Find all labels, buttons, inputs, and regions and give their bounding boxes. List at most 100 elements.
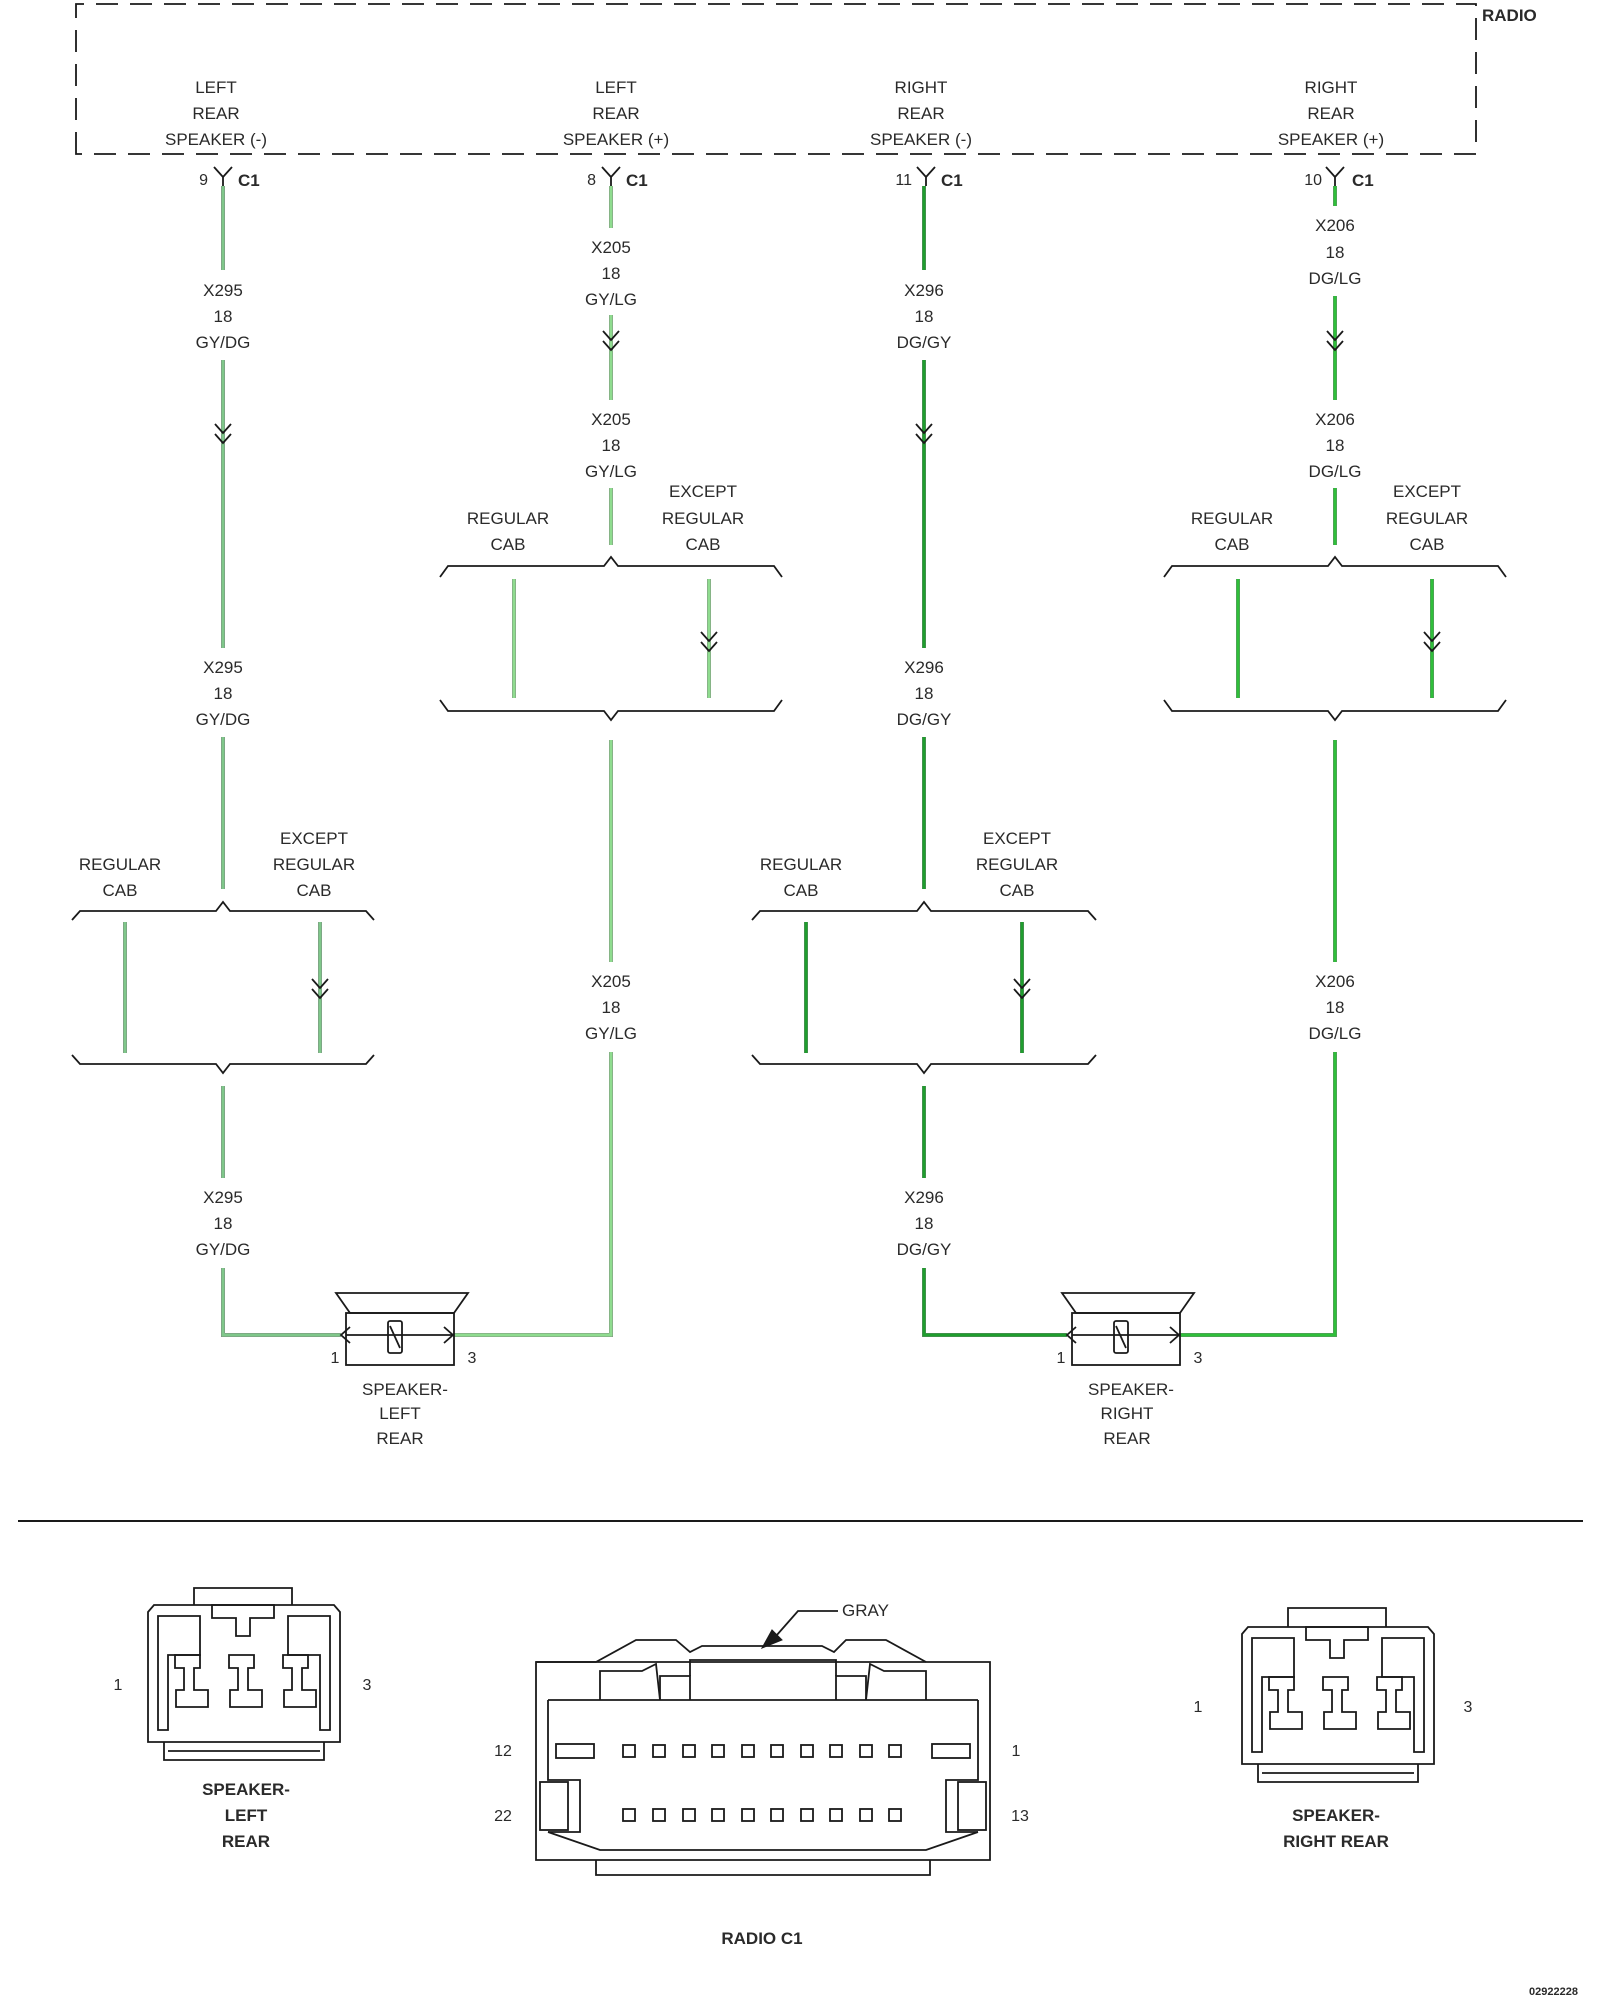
bottom-row-cavities bbox=[622, 1808, 902, 1822]
svg-text:GY/LG: GY/LG bbox=[585, 462, 637, 481]
svg-text:18: 18 bbox=[214, 684, 233, 703]
connector-view-right-speaker: 1 3 SPEAKER- RIGHT REAR bbox=[1194, 1607, 1473, 1851]
svg-text:18: 18 bbox=[1326, 998, 1345, 1017]
speaker-left-pin-1: 1 bbox=[331, 1350, 340, 1367]
svg-text:GY/DG: GY/DG bbox=[196, 710, 251, 729]
option-label-regular-b: REGULAR CAB bbox=[1191, 509, 1273, 554]
option-label-except-a: EXCEPT REGULAR CAB bbox=[662, 482, 744, 554]
svg-text:DG/LG: DG/LG bbox=[1309, 462, 1362, 481]
option-label-regular-a: REGULAR CAB bbox=[467, 509, 549, 554]
left-speaker-view-pin-1: 1 bbox=[114, 1677, 123, 1694]
inline-connector-x296-2 bbox=[1013, 978, 1031, 1000]
svg-text:X205: X205 bbox=[591, 972, 631, 991]
svg-text:X206: X206 bbox=[1315, 216, 1355, 235]
radio-output-left-neg: LEFT REAR SPEAKER (-) bbox=[165, 78, 267, 149]
inline-connector-x205-2 bbox=[700, 631, 718, 653]
svg-text:DG/LG: DG/LG bbox=[1309, 269, 1362, 288]
radio-c1-title: RADIO C1 bbox=[721, 1929, 802, 1948]
svg-text:18: 18 bbox=[915, 307, 934, 326]
svg-text:X296: X296 bbox=[904, 658, 944, 677]
svg-text:SPEAKER-: SPEAKER- bbox=[1292, 1806, 1380, 1825]
svg-text:X296: X296 bbox=[904, 281, 944, 300]
radio-c1-pin-22: 22 bbox=[494, 1808, 512, 1825]
speaker-right-pin-1: 1 bbox=[1057, 1350, 1066, 1367]
c1-label: C1 bbox=[626, 171, 648, 190]
option-label-regular-d: REGULAR CAB bbox=[760, 855, 842, 900]
svg-text:18: 18 bbox=[915, 684, 934, 703]
label-x205-2: X205 18 GY/LG bbox=[585, 410, 637, 481]
speaker-right-rear: 1 3 SPEAKER- RIGHT REAR bbox=[1057, 1292, 1203, 1448]
svg-text:LEFT: LEFT bbox=[225, 1806, 268, 1825]
svg-text:X295: X295 bbox=[203, 658, 243, 677]
svg-text:X205: X205 bbox=[591, 238, 631, 257]
connector-view-left-speaker: 1 3 SPEAKER- LEFT REAR bbox=[114, 1587, 372, 1851]
speaker-right-pin-3: 3 bbox=[1194, 1350, 1203, 1367]
label-x206-1: X206 18 DG/LG bbox=[1309, 216, 1362, 288]
svg-text:REGULAR: REGULAR bbox=[79, 855, 161, 874]
svg-text:REAR: REAR bbox=[897, 104, 944, 123]
svg-text:X206: X206 bbox=[1315, 972, 1355, 991]
svg-text:18: 18 bbox=[1326, 436, 1345, 455]
radio-c1-pin-1: 1 bbox=[1012, 1743, 1021, 1760]
svg-text:REGULAR: REGULAR bbox=[467, 509, 549, 528]
wire-x296-seg5-outline bbox=[922, 1268, 1067, 1337]
label-x296-1: X296 18 DG/GY bbox=[897, 281, 952, 352]
svg-text:LEFT: LEFT bbox=[595, 78, 637, 97]
radio-output-right-pos: RIGHT REAR SPEAKER (+) bbox=[1278, 78, 1384, 149]
svg-text:X295: X295 bbox=[203, 1188, 243, 1207]
wire-x206-seg5-outline bbox=[1179, 1052, 1337, 1337]
svg-text:DG/LG: DG/LG bbox=[1309, 1024, 1362, 1043]
svg-text:REGULAR: REGULAR bbox=[273, 855, 355, 874]
label-x295-3: X295 18 GY/DG bbox=[196, 1188, 251, 1259]
pin-9: 9 bbox=[199, 172, 208, 189]
svg-text:18: 18 bbox=[602, 436, 621, 455]
svg-text:CAB: CAB bbox=[491, 535, 526, 554]
svg-text:GY/DG: GY/DG bbox=[196, 1240, 251, 1259]
radio-title: RADIO bbox=[1482, 6, 1537, 25]
option-brackets bbox=[71, 555, 1507, 1075]
pin-11: 11 bbox=[895, 172, 912, 189]
wire-x206-seg5 bbox=[1179, 1052, 1337, 1337]
svg-text:18: 18 bbox=[602, 998, 621, 1017]
radio-module: RADIO LEFT REAR SPEAKER (-) LEFT REAR SP… bbox=[75, 3, 1537, 190]
option-label-except-b: EXCEPT REGULAR CAB bbox=[1386, 482, 1468, 554]
svg-text:18: 18 bbox=[214, 307, 233, 326]
speaker-left-rear: 1 3 SPEAKER- LEFT REAR bbox=[331, 1292, 477, 1448]
wire-x205-seg5-outline bbox=[453, 1052, 613, 1337]
svg-text:X205: X205 bbox=[591, 410, 631, 429]
inline-connector-x206-1 bbox=[1326, 330, 1344, 352]
svg-text:RIGHT: RIGHT bbox=[1101, 1404, 1154, 1423]
svg-text:SPEAKER (-): SPEAKER (-) bbox=[165, 130, 267, 149]
option-label-except-c: EXCEPT REGULAR CAB bbox=[273, 829, 355, 900]
speaker-left-pin-3: 3 bbox=[468, 1350, 477, 1367]
svg-text:RIGHT: RIGHT bbox=[895, 78, 948, 97]
svg-text:REGULAR: REGULAR bbox=[1386, 509, 1468, 528]
svg-text:CAB: CAB bbox=[1215, 535, 1250, 554]
svg-text:EXCEPT: EXCEPT bbox=[280, 829, 348, 848]
svg-text:GY/LG: GY/LG bbox=[585, 290, 637, 309]
svg-text:X295: X295 bbox=[203, 281, 243, 300]
svg-text:SPEAKER (-): SPEAKER (-) bbox=[870, 130, 972, 149]
radio-output-left-pos: LEFT REAR SPEAKER (+) bbox=[563, 78, 669, 149]
svg-text:EXCEPT: EXCEPT bbox=[983, 829, 1051, 848]
svg-text:RIGHT REAR: RIGHT REAR bbox=[1283, 1832, 1389, 1851]
svg-text:RIGHT: RIGHT bbox=[1305, 78, 1358, 97]
connector-view-radio-c1: GRAY bbox=[494, 1601, 1029, 1948]
svg-text:REAR: REAR bbox=[1307, 104, 1354, 123]
svg-text:REAR: REAR bbox=[376, 1429, 423, 1448]
label-x205-1: X205 18 GY/LG bbox=[585, 238, 637, 309]
radio-c1-pin-13: 13 bbox=[1011, 1808, 1029, 1825]
svg-text:18: 18 bbox=[915, 1214, 934, 1233]
svg-text:CAB: CAB bbox=[297, 881, 332, 900]
svg-text:SPEAKER-: SPEAKER- bbox=[202, 1780, 290, 1799]
svg-text:REGULAR: REGULAR bbox=[760, 855, 842, 874]
label-x295-1: X295 18 GY/DG bbox=[196, 281, 251, 352]
option-label-regular-c: REGULAR CAB bbox=[79, 855, 161, 900]
c1-label: C1 bbox=[1352, 171, 1374, 190]
svg-text:CAB: CAB bbox=[103, 881, 138, 900]
svg-text:SPEAKER (+): SPEAKER (+) bbox=[1278, 130, 1384, 149]
label-x206-2: X206 18 DG/LG bbox=[1309, 410, 1362, 481]
svg-text:REAR: REAR bbox=[1103, 1429, 1150, 1448]
svg-text:CAB: CAB bbox=[1410, 535, 1445, 554]
